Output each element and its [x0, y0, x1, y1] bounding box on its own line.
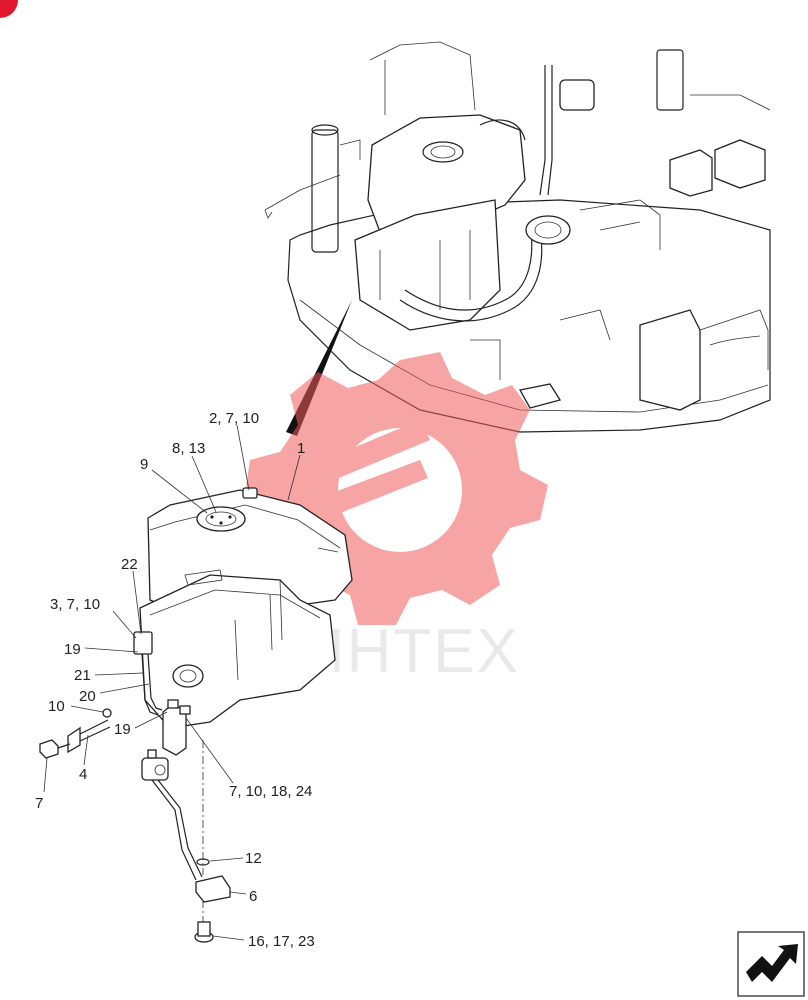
callout-labels: 2, 7, 10 1 9 8, 13 22 3, 7, 10 19 21 20 … [35, 410, 315, 950]
corner-mark [0, 0, 18, 18]
callout-20: 20 [79, 688, 96, 705]
callout-9: 9 [140, 456, 148, 473]
forward-arrow-icon [746, 944, 798, 982]
callout-22: 22 [121, 556, 138, 573]
callout-7: 7 [35, 795, 43, 812]
callout-2-7-10: 2, 7, 10 [209, 410, 259, 427]
watermark-text: ИНТЕХ [300, 617, 520, 686]
next-page-button[interactable] [737, 931, 805, 997]
callout-4: 4 [79, 766, 87, 783]
callout-19-upper: 19 [64, 641, 81, 658]
watermark-logo: ИНТЕХ [245, 352, 548, 686]
callout-1: 1 [297, 440, 305, 457]
callout-7-10-18-24: 7, 10, 18, 24 [229, 783, 312, 800]
fuel-tank-drawing [39, 487, 353, 943]
callout-21: 21 [74, 667, 91, 684]
callout-10: 10 [48, 698, 65, 715]
callout-3-7-10: 3, 7, 10 [50, 596, 100, 613]
machine-frame-drawing [264, 41, 771, 433]
callout-8-13: 8, 13 [172, 440, 205, 457]
callout-16-17-23: 16, 17, 23 [248, 933, 315, 950]
leader-lines [43, 424, 301, 941]
callout-19-lower: 19 [114, 721, 131, 738]
callout-6: 6 [249, 888, 257, 905]
callout-12: 12 [245, 850, 262, 867]
